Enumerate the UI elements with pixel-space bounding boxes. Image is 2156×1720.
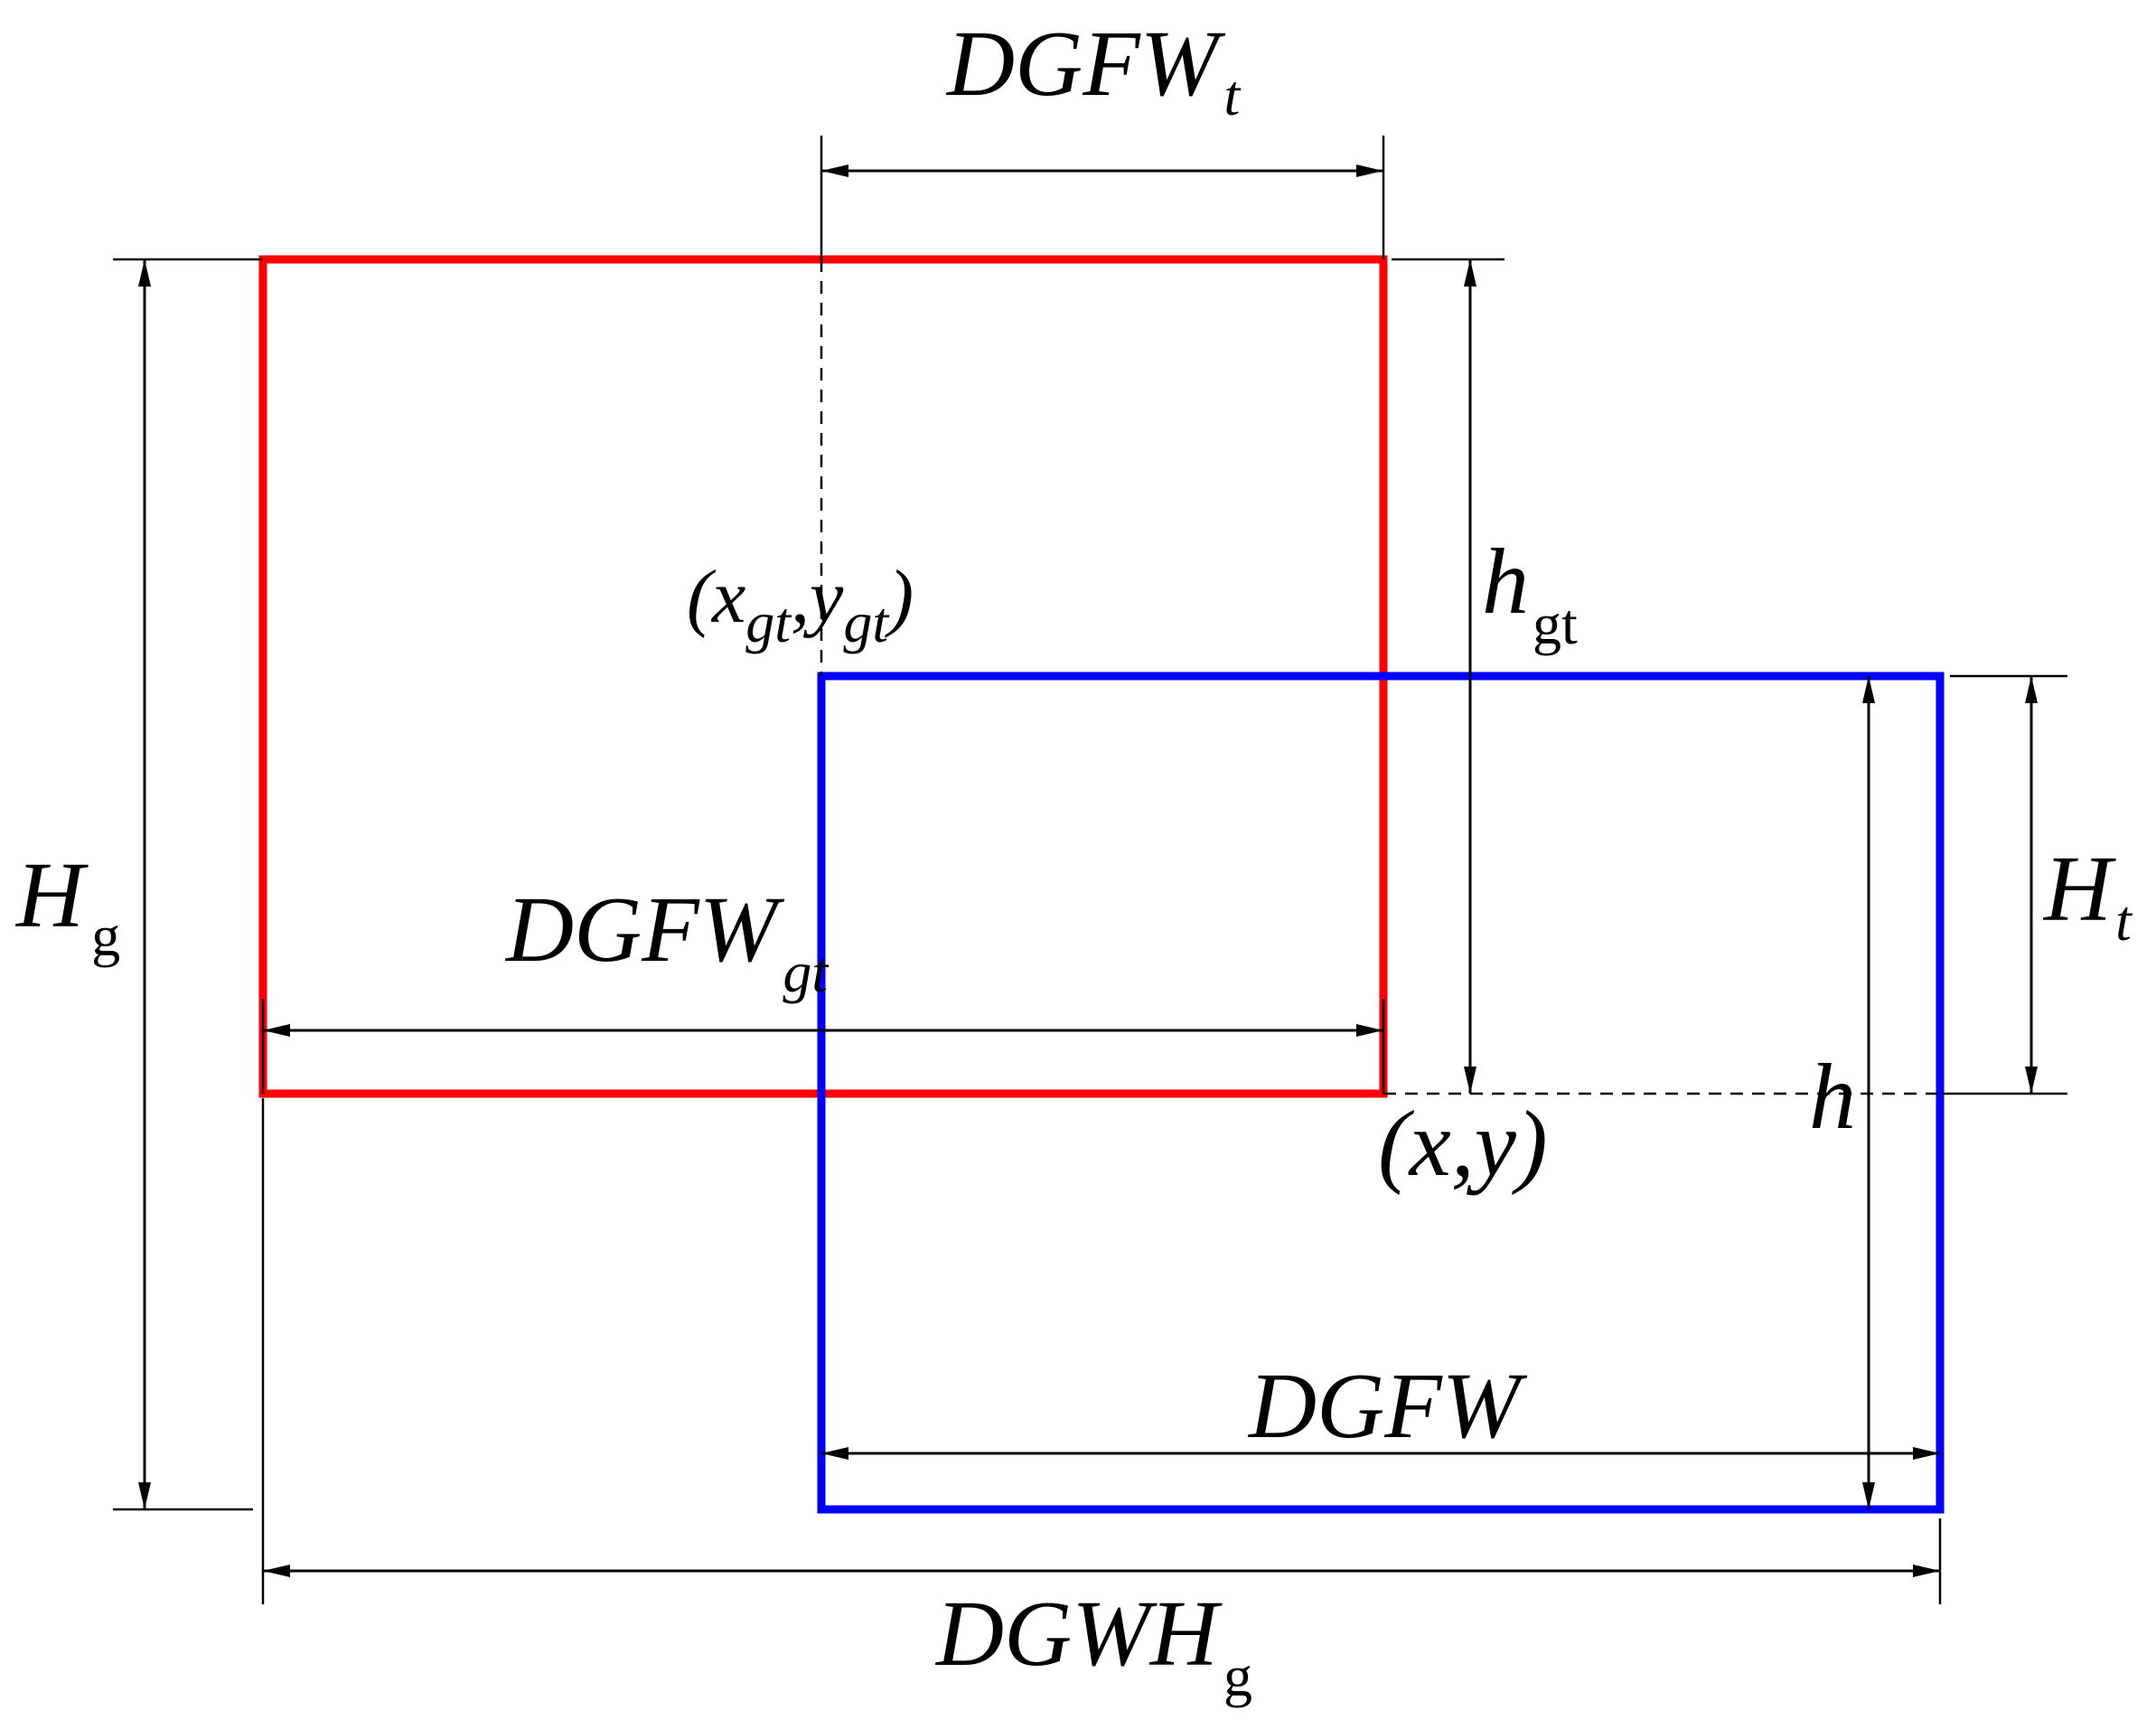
xy-label: (x,y)	[1378, 1092, 1548, 1196]
dgwh-g-label: DGWHg	[934, 1582, 1252, 1708]
dgfw-label: DGFW	[1247, 1354, 1528, 1458]
dgfw-gt-label: DGFWgt	[504, 878, 830, 1004]
xy-gt-label: (xgt,ygt)	[687, 555, 914, 654]
h-t-label: Ht	[2042, 837, 2133, 953]
h-g-dimension	[113, 258, 263, 1511]
dgfw-gt-dimension	[261, 999, 1385, 1094]
h-t-dimension	[1383, 674, 2067, 1095]
dgfw-t-dimension	[820, 136, 1385, 676]
dgfw-t-label: DGFWt	[945, 12, 1242, 127]
predicted-box	[817, 672, 1945, 1514]
h-gt-dimension	[1392, 258, 1505, 1094]
h-gt-label: hgt	[1482, 530, 1578, 656]
dgwh-g-dimension	[261, 1098, 1942, 1604]
h-label: h	[1809, 1045, 1856, 1149]
